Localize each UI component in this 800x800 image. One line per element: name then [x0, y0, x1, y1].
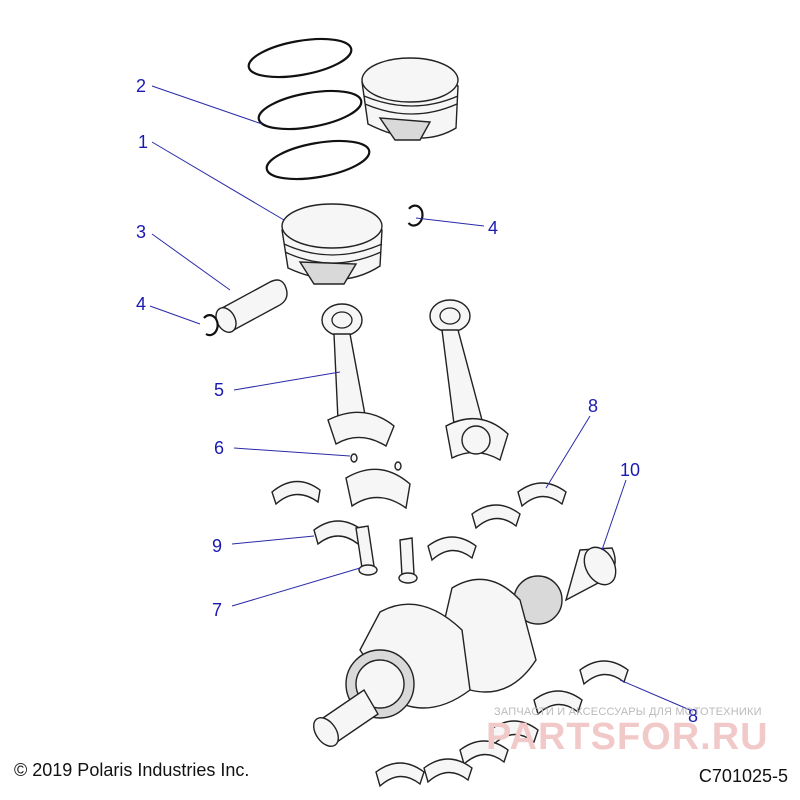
- rod-bolts: [355, 525, 418, 584]
- figure-id: C701025-5: [698, 766, 788, 786]
- piston-lower: [281, 203, 383, 285]
- connecting-rod-left: [321, 303, 395, 448]
- piston-rings-set: [247, 37, 371, 181]
- copyright-notice: © 2019 Polaris Industries Inc.: [14, 760, 250, 780]
- piston-upper: [361, 57, 459, 141]
- dowel-pins: [350, 453, 402, 471]
- callout-label: 8: [688, 706, 698, 726]
- callout-label: 1: [138, 132, 148, 152]
- callout-label: 8: [588, 396, 598, 416]
- callout-label: 4: [488, 218, 498, 238]
- callout-label: 5: [214, 380, 224, 400]
- leader-lines: [149, 85, 691, 711]
- crankshaft: [312, 546, 617, 748]
- callout-label: 9: [212, 536, 222, 556]
- callout-label: 3: [136, 222, 146, 242]
- watermark-logo: PARTSFOR.RU: [486, 716, 769, 758]
- circlip-left: [203, 314, 219, 337]
- rod-cap: [345, 468, 411, 510]
- callout-labels: 1 2 3 4 4 5 6 7 8 8 9 10: [136, 76, 698, 726]
- circlip-right: [407, 204, 424, 227]
- watermark-tagline: ЗАПЧАСТИ И АКСЕССУАРЫ ДЛЯ МОТОТЕХНИКИ: [494, 706, 762, 718]
- connecting-rod-right: [429, 299, 509, 462]
- callout-label: 2: [136, 76, 146, 96]
- callout-label: 6: [214, 438, 224, 458]
- callout-label: 4: [136, 294, 146, 314]
- piston-pin: [215, 279, 288, 334]
- bearing-shells: [271, 480, 629, 788]
- callout-label: 7: [212, 600, 222, 620]
- callout-label: 10: [620, 460, 640, 480]
